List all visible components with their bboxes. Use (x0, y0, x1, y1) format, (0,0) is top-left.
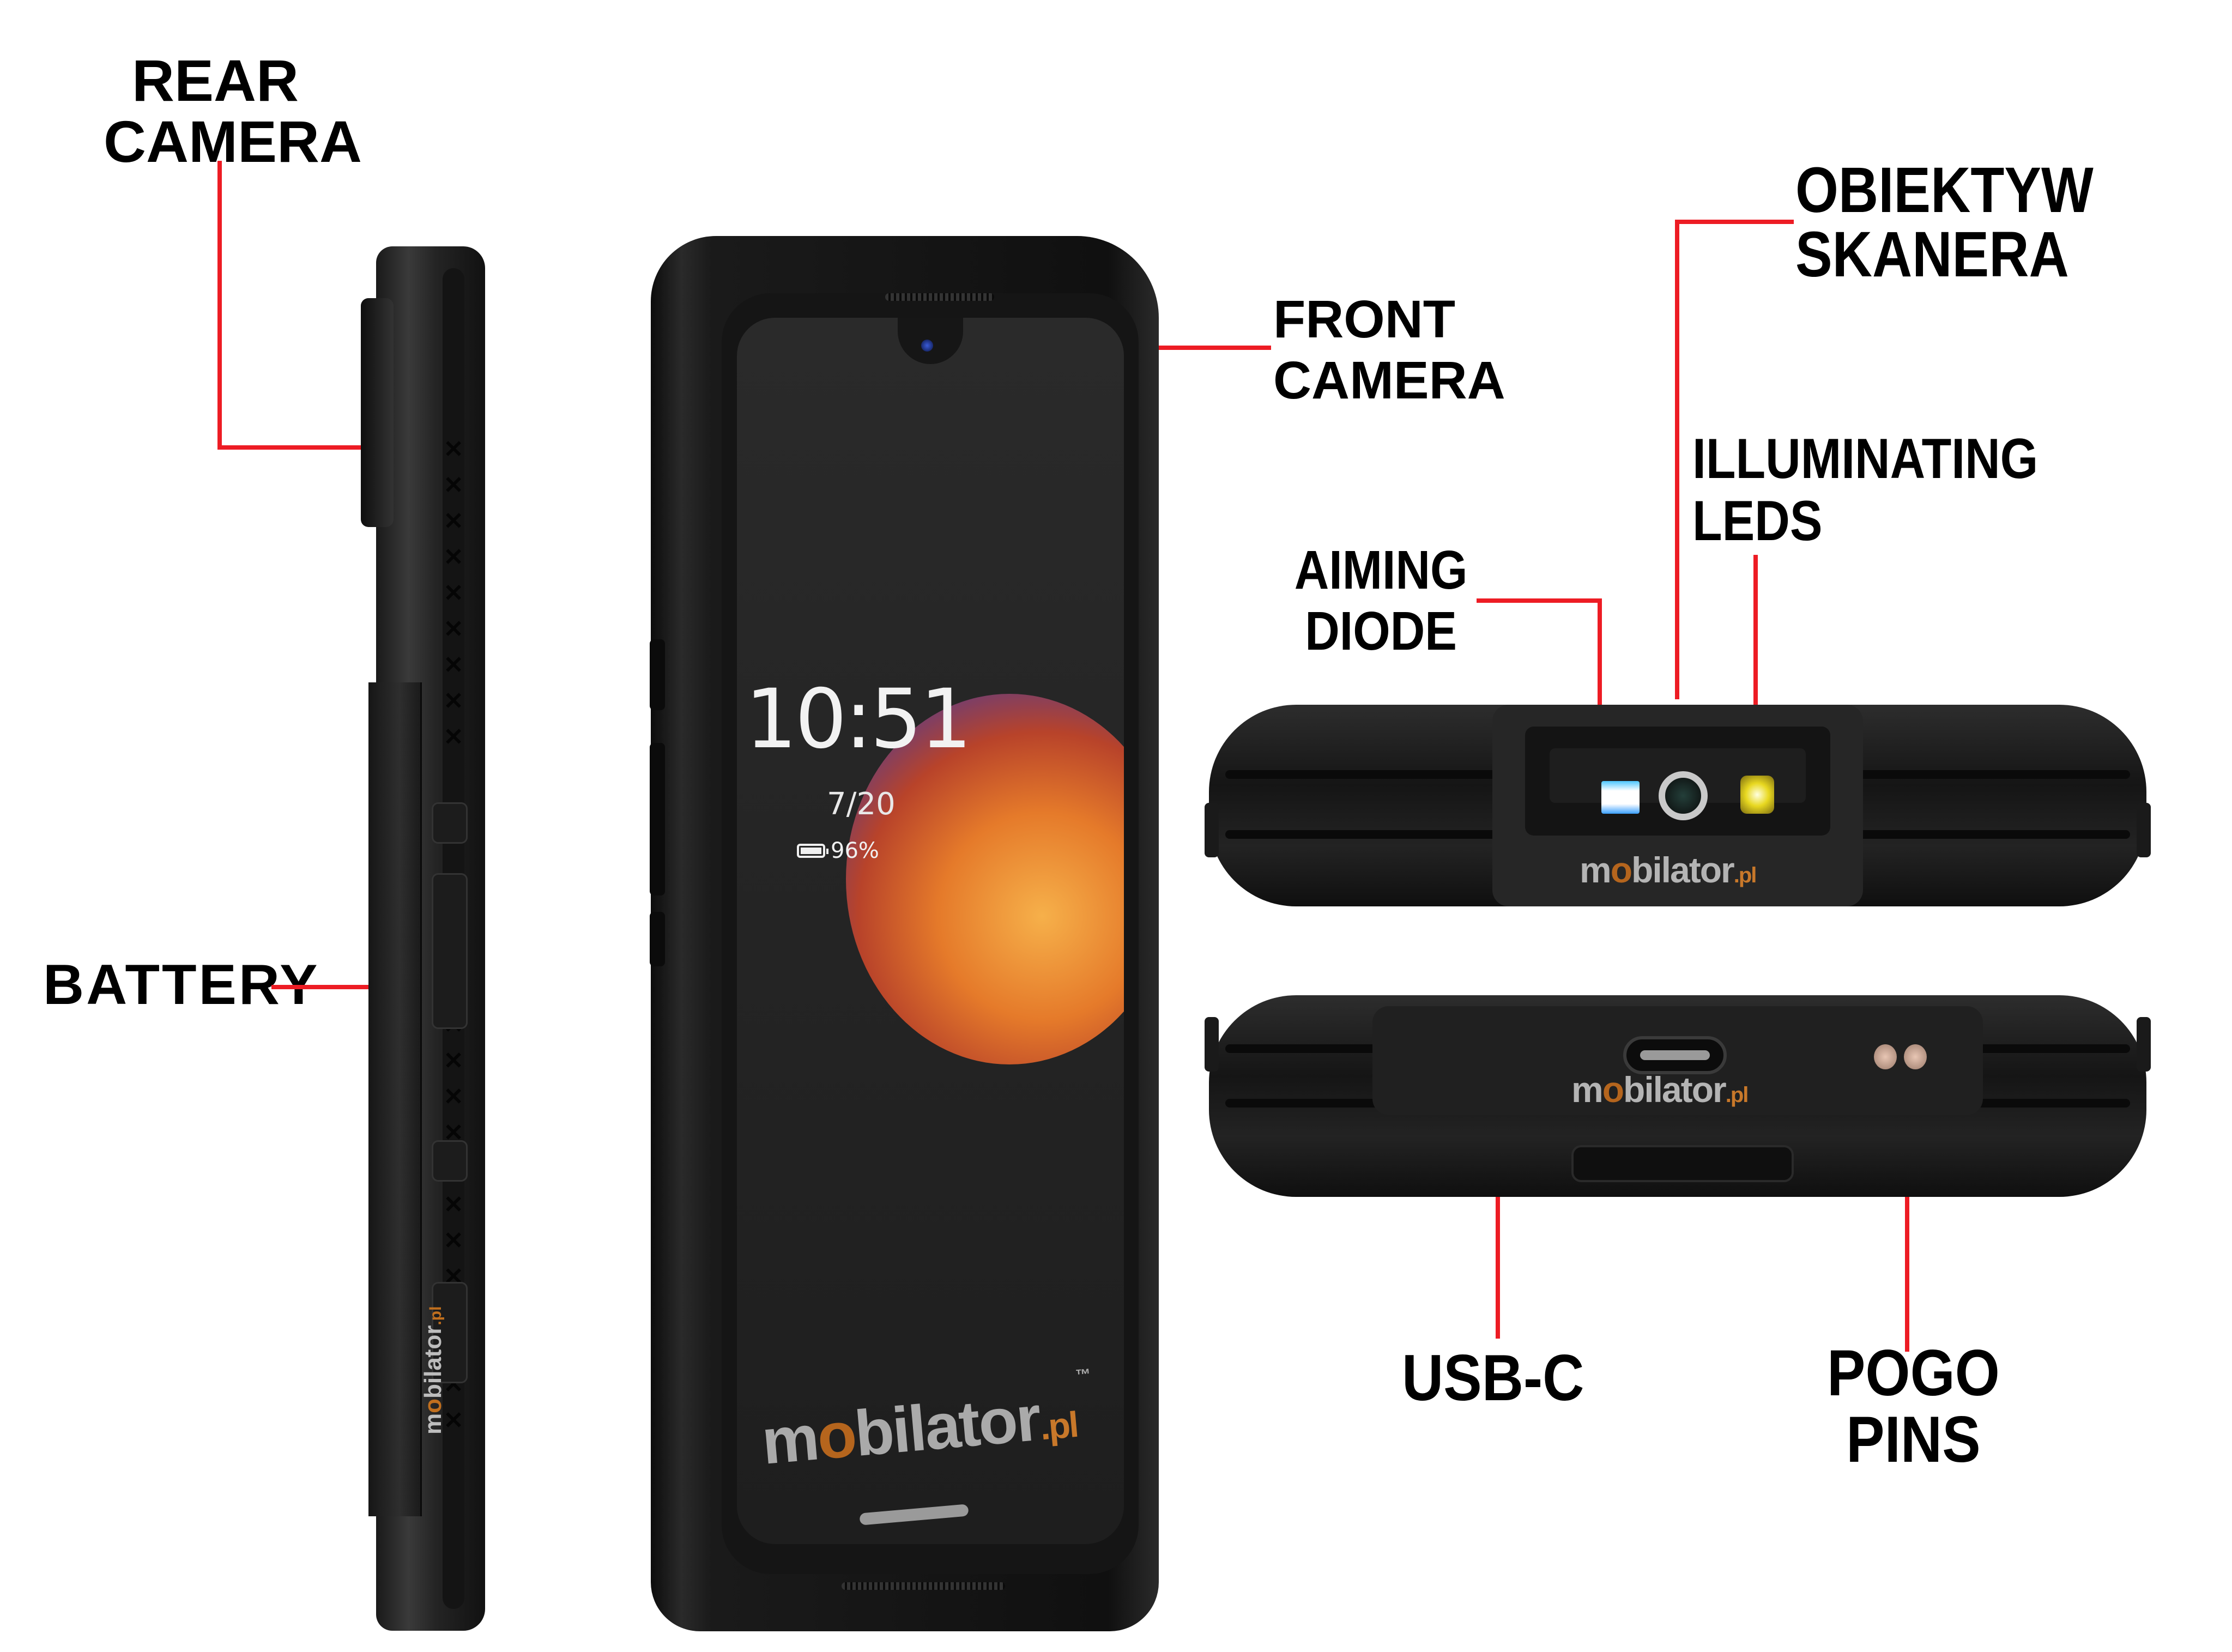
scanner-lens-icon (1659, 771, 1708, 820)
callout-line-scanner-lens-v (1675, 220, 1679, 699)
brand-m: m (759, 1401, 821, 1478)
illuminating-led-icon (1740, 776, 1774, 814)
lock-screen-time: 10:51 (745, 672, 972, 767)
label-front-camera-line2: CAMERA (1273, 350, 1505, 410)
callout-line-pogo-pins (1905, 1087, 1909, 1352)
callout-line-scanner-lens-h (1675, 220, 1794, 224)
brand-o: o (814, 1398, 858, 1474)
callout-line-aiming-diode-h (1477, 598, 1602, 603)
lock-screen[interactable]: 10:51 7/20 96% mobilator.pl ™ (737, 318, 1124, 1544)
brand-suffix: .pl (427, 1306, 445, 1326)
brand-suffix: .pl (1038, 1403, 1079, 1448)
brand-o: o (420, 1398, 446, 1413)
brand-suffix: .pl (1733, 863, 1757, 887)
brand-suffix: .pl (1725, 1083, 1749, 1107)
side-button-volume[interactable] (432, 873, 468, 1029)
label-pogo-pins-line2: PINS (1846, 1403, 1981, 1476)
brand-m: m (420, 1413, 446, 1435)
top-side-clip-right (2137, 803, 2151, 857)
brand-rest: bilator (851, 1382, 1043, 1471)
top-side-clip-left (1205, 803, 1219, 857)
brand-trademark: ™ (1074, 1365, 1090, 1384)
phone-bottom-view: mobilator.pl (1205, 984, 2151, 1208)
callout-line-rear-camera-v (217, 161, 222, 450)
lock-screen-battery: 96% (797, 838, 879, 863)
label-scanner-lens-line2: SKANERA (1795, 219, 2069, 291)
label-illuminating-leds: ILLUMINATING LEDS (1692, 428, 2038, 552)
label-pogo-pins: POGO PINS (1827, 1340, 2000, 1473)
label-rear-camera: REAR CAMERA (104, 47, 362, 174)
label-front-camera-line1: FRONT (1273, 289, 1456, 349)
wallpaper-planet (846, 694, 1124, 1064)
bottom-side-clip-right (2137, 1017, 2151, 1072)
battery-cover (368, 682, 422, 1516)
callout-line-aiming-diode-v (1598, 598, 1602, 716)
bottom-brand-logo: mobilator.pl (1571, 1069, 1749, 1110)
brand-m: m (1571, 1069, 1604, 1110)
brand-o: o (1602, 1069, 1624, 1110)
callout-line-illuminating-leds (1753, 555, 1758, 730)
label-usb-c: USB-C (1402, 1345, 1584, 1411)
top-brand-logo: mobilator.pl (1580, 849, 1757, 891)
label-illuminating-leds-line2: LEDS (1692, 489, 1823, 553)
bottom-speaker (842, 1582, 1005, 1590)
brand-rest: bilator (420, 1325, 446, 1399)
bottom-side-clip-left (1205, 1017, 1219, 1072)
label-front-camera: FRONT CAMERA (1273, 289, 1505, 411)
brand-o: o (1610, 850, 1632, 890)
label-scanner-lens: OBIEKTYW SKANERA (1795, 158, 2094, 287)
pogo-pin-2 (1904, 1044, 1927, 1069)
lanyard-slot (1571, 1145, 1794, 1182)
side-button-ptt[interactable] (432, 1140, 468, 1182)
brand-m: m (1580, 850, 1612, 890)
scanner-window (1525, 727, 1830, 836)
brand-rest: bilator (1623, 1069, 1727, 1110)
earpiece-speaker (885, 293, 994, 301)
rear-camera-bump (361, 298, 394, 527)
front-side-button-2[interactable] (650, 743, 665, 895)
lock-screen-date: 7/20 (827, 786, 896, 822)
side-button-upper[interactable] (432, 802, 468, 844)
phone-front-view: 10:51 7/20 96% mobilator.pl ™ (650, 236, 1159, 1631)
phone-top-view: mobilator.pl (1205, 694, 2151, 917)
brand-rest: bilator (1631, 850, 1735, 890)
front-side-button-1[interactable] (650, 639, 665, 710)
side-button-bottom[interactable] (432, 1282, 468, 1383)
battery-icon (797, 844, 828, 858)
label-aiming-diode-line1: AIMING (1294, 540, 1468, 601)
label-pogo-pins-line1: POGO (1827, 1336, 2000, 1409)
pogo-pin-1 (1874, 1044, 1897, 1069)
front-side-button-3[interactable] (650, 912, 665, 966)
usb-c-port[interactable] (1623, 1036, 1727, 1074)
label-illuminating-leds-line1: ILLUMINATING (1692, 427, 2039, 491)
label-rear-camera-line2: CAMERA (104, 108, 362, 174)
callout-line-battery (271, 985, 376, 989)
aiming-diode-icon (1601, 781, 1640, 814)
side-brand-logo: mobilator.pl (420, 1306, 447, 1435)
battery-percent: 96% (831, 838, 879, 863)
phone-side-view: ✕✕✕✕✕✕✕✕✕✕✕✕✕✕✕✕✕✕✕✕✕✕✕ mobilator.pl (361, 246, 489, 1631)
label-usb-c-text: USB-C (1402, 1341, 1584, 1414)
label-scanner-lens-line1: OBIEKTYW (1795, 154, 2094, 226)
screen-brand-logo: mobilator.pl ™ (759, 1366, 1090, 1479)
callout-line-rear-camera-h (217, 445, 362, 450)
label-aiming-diode-line2: DIODE (1305, 601, 1457, 662)
label-rear-camera-line1: REAR (131, 47, 299, 113)
label-aiming-diode: AIMING DIODE (1287, 540, 1474, 662)
front-camera-icon (921, 340, 933, 352)
home-indicator[interactable] (859, 1504, 969, 1526)
